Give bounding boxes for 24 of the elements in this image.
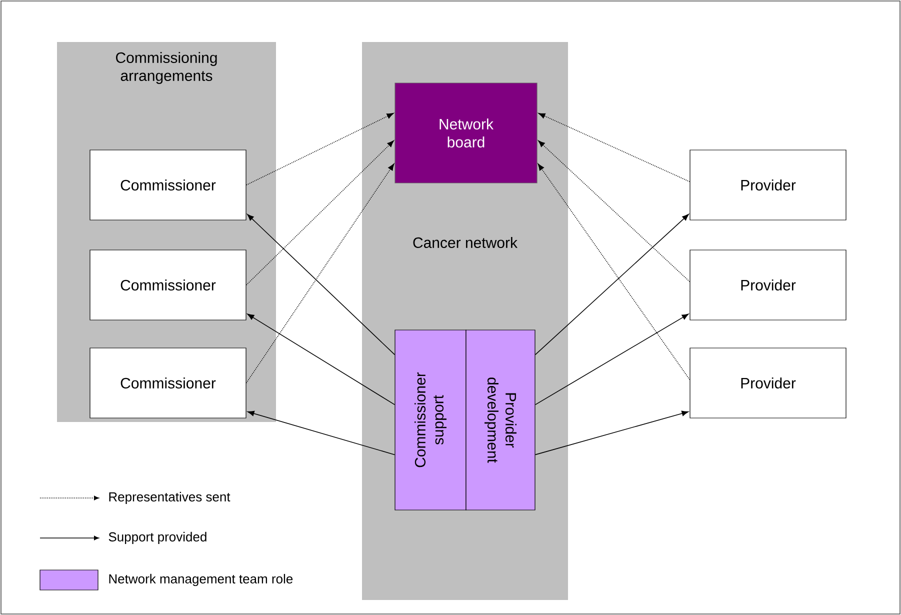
process-box: Provider xyxy=(690,250,846,320)
arrow xyxy=(246,164,394,384)
arrow xyxy=(246,140,394,286)
board-box: Network board xyxy=(394,82,538,184)
arrow xyxy=(538,164,690,380)
role-box: Provider development xyxy=(466,330,536,510)
process-box: Commissioner xyxy=(90,150,246,220)
arrow xyxy=(534,410,689,456)
arrow xyxy=(538,112,690,182)
arrow xyxy=(534,214,689,356)
arrow xyxy=(246,113,394,186)
legend-label: Support provided xyxy=(108,532,206,544)
legend-label: Representatives sent xyxy=(109,492,230,504)
arrow xyxy=(247,410,396,456)
process-box: Commissioner xyxy=(90,250,246,320)
arrow xyxy=(247,314,396,406)
process-box: Provider xyxy=(690,150,846,220)
arrow xyxy=(247,214,396,356)
process-box: Commissioner xyxy=(90,348,246,418)
arrow xyxy=(538,140,690,282)
role-box: Commissioner support xyxy=(394,330,466,510)
process-box: Provider xyxy=(690,348,846,418)
legend-label: Network management team role xyxy=(109,574,293,586)
arrow xyxy=(534,314,689,406)
